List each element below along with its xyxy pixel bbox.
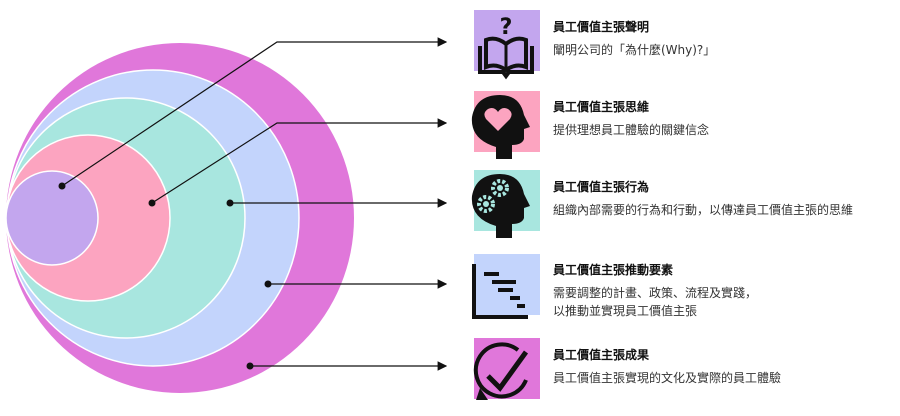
item-title: 員工價值主張推動要素 <box>553 263 674 277</box>
icon-box-statement: ? <box>474 10 540 80</box>
item-desc: 需要調整的計畫、政策、流程及實踐， 以推動並實現員工價值主張 <box>553 284 757 320</box>
item-behaviors: 員工價值主張行為 組織內部需要的行為和行動，以傳達員工價值主張的思維 <box>553 179 853 219</box>
item-title: 員工價值主張聲明 <box>553 20 650 34</box>
dot-behaviors <box>226 199 234 207</box>
gantt-chart-icon <box>472 264 528 319</box>
connector-mindset <box>151 118 448 204</box>
head-gears-icon <box>471 174 530 238</box>
item-desc: 提供理想員工體驗的關鍵信念 <box>553 123 710 137</box>
head-heart-icon <box>471 95 530 159</box>
svg-text:?: ? <box>500 15 513 40</box>
dot-mindset <box>148 199 156 207</box>
dot-enablers <box>264 280 272 288</box>
item-desc-line: 需要調整的計畫、政策、流程及實踐， <box>553 286 758 300</box>
item-desc: 員工價值主張實現的文化及實際的員工體驗 <box>553 371 782 385</box>
icon-box-behaviors <box>471 170 540 238</box>
item-outcomes: 員工價值主張成果 員工價值主張實現的文化及實際的員工體驗 <box>553 347 781 387</box>
item-desc: 組織內部需要的行為和行動，以傳達員工價值主張的思維 <box>553 203 854 217</box>
item-desc-line: 以推動並實現員工價值主張 <box>553 304 698 318</box>
book-question-icon: ? <box>478 15 534 80</box>
dot-statement <box>58 182 66 190</box>
icon-box-mindset <box>471 91 540 159</box>
item-title: 員工價值主張成果 <box>553 348 650 362</box>
icon-box-outcomes <box>473 338 540 400</box>
circle-statement <box>5 170 99 266</box>
item-title: 員工價值主張行為 <box>553 180 650 194</box>
item-mindset: 員工價值主張思維 提供理想員工體驗的關鍵信念 <box>553 99 709 139</box>
dot-outcomes <box>246 362 254 370</box>
item-enablers: 員工價值主張推動要素 需要調整的計畫、政策、流程及實踐， 以推動並實現員工價值主… <box>553 262 757 320</box>
item-statement: 員工價值主張聲明 闡明公司的「為什麼(Why)?」 <box>553 19 715 59</box>
item-desc: 闡明公司的「為什麼(Why)?」 <box>553 43 716 57</box>
icon-box-enablers <box>472 254 540 319</box>
connector-statement <box>61 37 448 187</box>
item-title: 員工價值主張思維 <box>553 100 650 114</box>
check-cycle-icon <box>473 342 529 400</box>
